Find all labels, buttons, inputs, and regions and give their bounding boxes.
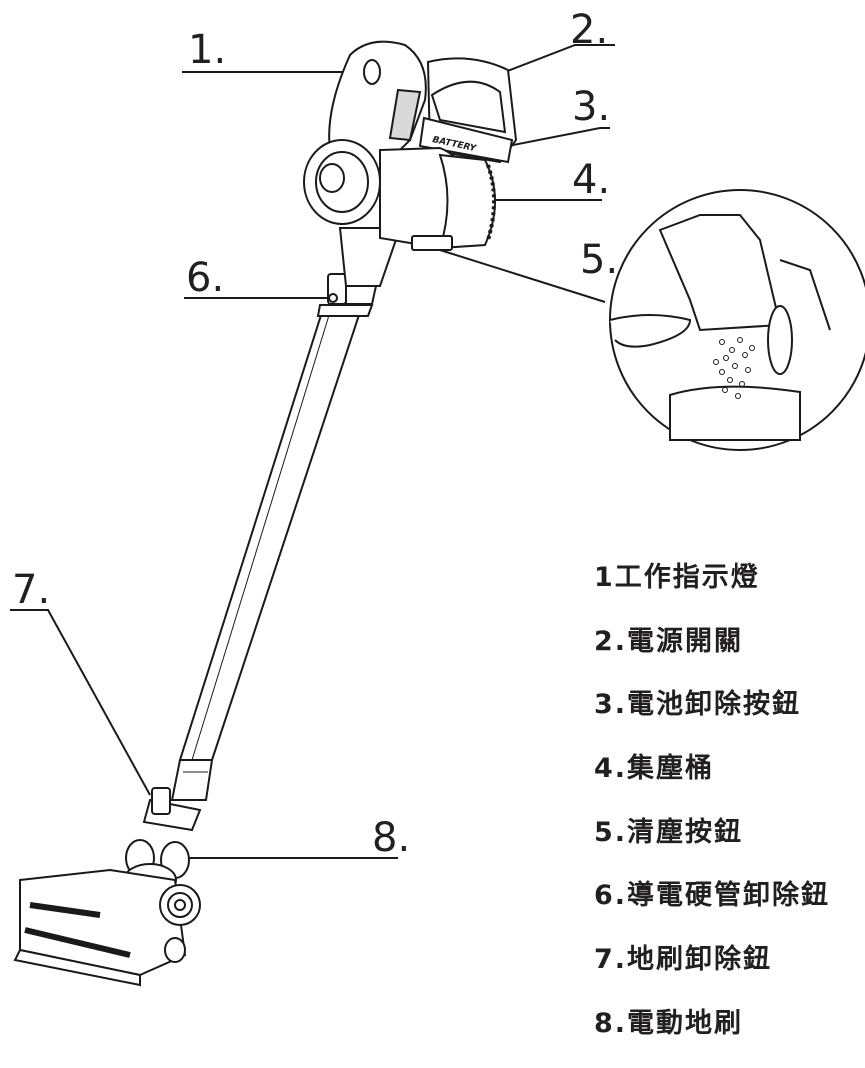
legend-item-6: 6.導電硬管卸除鈕: [594, 880, 831, 912]
legend-item-3: 3.電池卸除按鈕: [594, 689, 802, 721]
legend-item-4: 4.集塵桶: [594, 753, 715, 785]
legend-item-2: 2.電源開關: [594, 625, 744, 657]
dust-bin: [438, 153, 496, 250]
callout-1: 1.: [188, 27, 227, 73]
floor-head: [13, 787, 202, 987]
callout-6: 6.: [186, 255, 225, 301]
legend-item-7: 7.地刷卸除鈕: [594, 944, 773, 976]
legend-item-5: 5.清塵按鈕: [594, 816, 744, 848]
leader-line-5: [439, 249, 606, 303]
callout-3: 3.: [572, 84, 611, 130]
callout-5: 5.: [580, 237, 619, 283]
floor-head-release: [151, 787, 171, 815]
main-body: BATTERY: [303, 40, 518, 251]
callout-2: 2.: [570, 7, 609, 53]
callout-4: 4.: [572, 157, 611, 203]
legend-item-1: 1工作指示燈: [594, 562, 760, 593]
callout-8: 8.: [372, 815, 411, 861]
indicator-light: [363, 59, 381, 85]
parts-legend: 1工作指示燈 2.電源開關 3.電池卸除按鈕 4.集塵桶 5.清塵按鈕 6.導電…: [594, 558, 830, 1068]
legend-item-8: 8.電動地刷: [594, 1007, 744, 1039]
leader-line-7: [10, 609, 151, 796]
dust-empty-inset: [609, 189, 865, 451]
dust-particles: [713, 337, 755, 399]
leader-line-3: [497, 127, 610, 149]
callout-7: 7.: [12, 567, 51, 613]
wand-tube: [170, 311, 362, 801]
vacuum-diagram: BATTERY: [10, 40, 865, 987]
